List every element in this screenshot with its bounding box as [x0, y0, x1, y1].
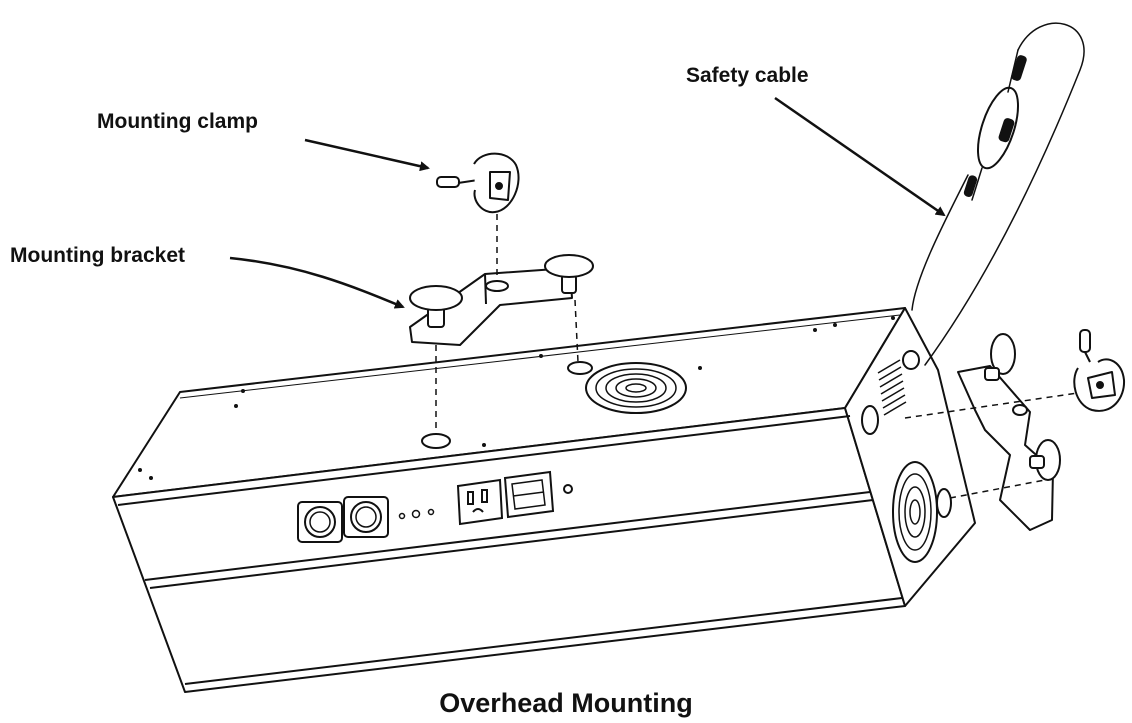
top-fan-grille [585, 362, 687, 414]
arrow-safety-cable [774, 96, 946, 217]
side-bracket-knob-top [984, 333, 1016, 381]
bracket-knob-right [544, 254, 594, 294]
fixture-end-face [844, 307, 976, 607]
dashed-line-side-bottom [949, 479, 1046, 499]
arrow-mounting-bracket [229, 256, 405, 309]
connector-right [343, 496, 389, 538]
indicator-dots [398, 508, 435, 520]
callout-arrows [229, 96, 946, 309]
end-fan-grille [892, 461, 938, 563]
label-mounting-clamp: Mounting clamp [97, 110, 258, 133]
label-safety-cable: Safety cable [686, 64, 809, 87]
diagram-caption: Overhead Mounting [439, 688, 693, 718]
side-bracket-knob-bottom [1029, 439, 1061, 481]
arrow-mounting-clamp [304, 138, 430, 172]
safety-cable [911, 22, 1085, 366]
mount-hole-right [567, 361, 593, 375]
bracket-knob-left [409, 285, 463, 328]
power-switch [503, 470, 555, 519]
fixture-body [112, 307, 976, 693]
dashed-line-side-top [904, 392, 1079, 419]
side-clamp [1073, 329, 1126, 412]
side-bracket [957, 333, 1061, 531]
front-panel-details [297, 470, 573, 543]
connector-left [297, 501, 343, 543]
mount-hole-center [421, 433, 451, 449]
mounting-bracket-top [409, 254, 594, 346]
end-vent [877, 359, 907, 416]
top-panel-details [138, 316, 895, 480]
assembly-dashed-lines [435, 214, 1079, 499]
mounting-clamp-top [436, 152, 520, 214]
label-mounting-bracket: Mounting bracket [10, 244, 186, 267]
power-outlet [456, 478, 504, 526]
end-face-details [861, 350, 952, 563]
